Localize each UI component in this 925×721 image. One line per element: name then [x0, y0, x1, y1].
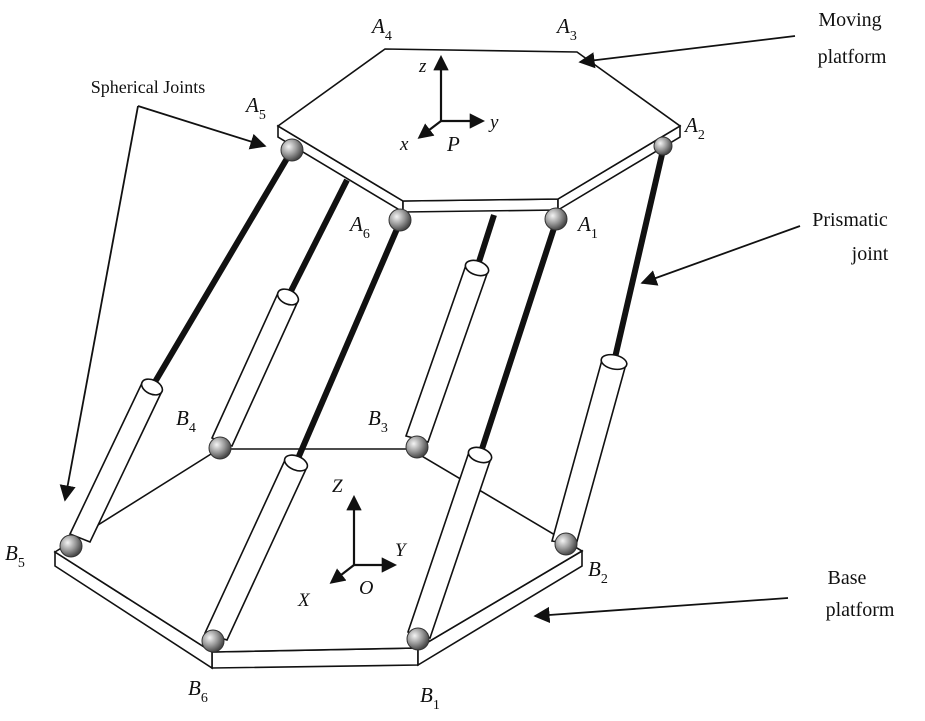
- prismatic-joint-arrow: [640, 225, 801, 286]
- point-label-a2: A2: [683, 113, 705, 143]
- axis-labels: z y x P Z Y X O: [297, 56, 499, 611]
- leg-cylinder-6: [203, 454, 309, 641]
- annotation-labels: Moving platform Spherical Joints Prismat…: [91, 9, 895, 621]
- spherical-joint-a5: [280, 138, 304, 162]
- base-x-label: X: [297, 590, 311, 611]
- spherical-joint-b2: [554, 532, 578, 556]
- base-frame-axes: [329, 494, 398, 584]
- prismatic-joint-label-line1: Prismatic: [812, 209, 888, 231]
- spherical-joints-label: Spherical Joints: [91, 77, 206, 97]
- spherical-joint-a1: [544, 207, 568, 231]
- prismatic-joint-label-line2: joint: [851, 243, 889, 265]
- leg-cylinder-2: [550, 353, 628, 546]
- moving-origin-label: P: [446, 132, 460, 156]
- moving-platform-label-line2: platform: [818, 46, 887, 68]
- spherical-joints-arrow-lower: [59, 105, 139, 502]
- spherical-joint-b1: [406, 627, 430, 651]
- moving-platform-arrow: [578, 35, 796, 69]
- legs: [68, 148, 666, 641]
- moving-x-axis: [417, 120, 442, 139]
- base-y-label: Y: [395, 540, 408, 561]
- leg-cylinder-3: [404, 259, 490, 443]
- base-platform-label-line2: platform: [826, 599, 895, 621]
- upper-point-labels: A4 A3 A5 A2 A6 A1: [244, 14, 705, 242]
- point-label-b5: B5: [5, 541, 25, 571]
- moving-y-label: y: [488, 112, 499, 133]
- point-label-a3: A3: [555, 14, 577, 44]
- point-label-a4: A4: [370, 14, 392, 44]
- spherical-joint-b3: [405, 435, 429, 459]
- point-label-b3: B3: [368, 406, 388, 436]
- spherical-joint-a2: [653, 136, 673, 156]
- point-label-b6: B6: [188, 676, 208, 706]
- lower-point-labels: B4 B3 B5 B2 B6 B1: [5, 406, 608, 713]
- leg-rod: [474, 214, 497, 269]
- point-label-b2: B2: [588, 557, 608, 587]
- moving-platform-top-face: [276, 48, 682, 202]
- leg-cylinder-1: [406, 446, 493, 639]
- spherical-joints-arrow-upper: [137, 105, 267, 150]
- leg-rod: [477, 221, 559, 456]
- point-label-a5: A5: [244, 93, 266, 123]
- base-joints: [59, 435, 578, 653]
- upper-joints: [280, 136, 673, 232]
- moving-platform: [276, 48, 682, 214]
- annotation-arrows: [59, 35, 801, 624]
- spherical-joint-b4: [208, 436, 232, 460]
- moving-platform-label-line1: Moving: [818, 9, 881, 31]
- moving-x-label: x: [399, 134, 409, 155]
- leg-rod: [611, 149, 666, 363]
- leg-rod: [285, 178, 350, 299]
- leg-cylinder-4: [210, 288, 300, 448]
- moving-z-label: z: [418, 56, 427, 77]
- base-origin-label: O: [359, 577, 373, 599]
- base-z-label: Z: [332, 476, 343, 497]
- spherical-joint-b6: [201, 629, 225, 653]
- point-label-b1: B1: [420, 683, 440, 713]
- base-x-axis: [329, 564, 355, 584]
- leg-cylinder-5: [68, 378, 164, 544]
- leg-rod: [293, 220, 403, 465]
- base-platform-arrow: [533, 597, 789, 624]
- spherical-joint-b5: [59, 534, 83, 558]
- moving-frame-axes: [417, 54, 486, 139]
- spherical-joint-a6: [388, 208, 412, 232]
- point-label-b4: B4: [176, 406, 196, 436]
- point-label-a6: A6: [348, 212, 370, 242]
- leg-rod: [149, 148, 295, 389]
- base-platform-top-face: [53, 448, 584, 653]
- point-label-a1: A1: [576, 212, 598, 242]
- base-platform: [53, 448, 584, 670]
- base-platform-label-line1: Base: [828, 567, 867, 589]
